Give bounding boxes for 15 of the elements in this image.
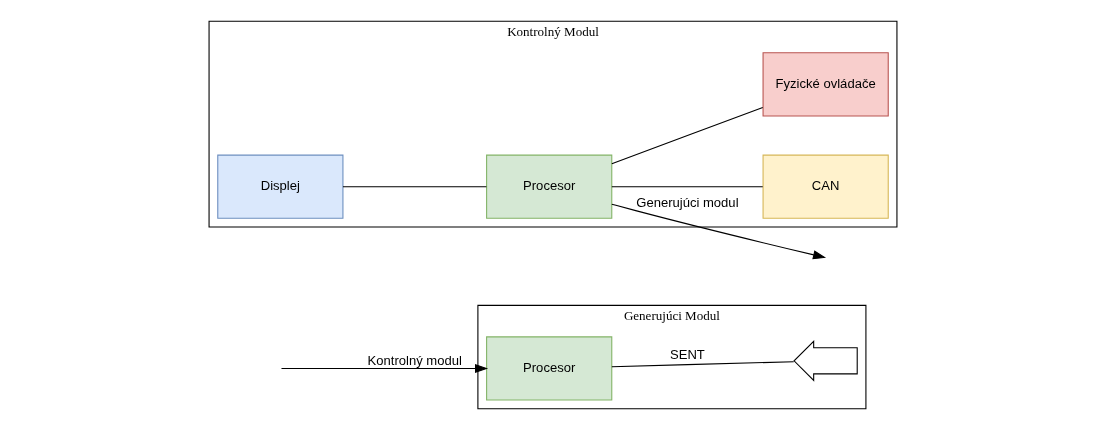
edge-label: Kontrolný modul xyxy=(367,352,462,368)
connector xyxy=(341,186,487,188)
edge-label: SENT xyxy=(669,347,705,363)
node-box: Procesor xyxy=(485,154,612,219)
node-box: Displej xyxy=(216,154,343,219)
arrow xyxy=(280,363,488,374)
node-box: CAN xyxy=(762,154,889,219)
connector xyxy=(610,361,794,368)
node-arrow xyxy=(792,339,858,382)
connector xyxy=(610,186,763,188)
node-box: Procesor xyxy=(485,336,612,401)
arrow xyxy=(610,203,826,260)
connector xyxy=(610,106,763,165)
node-box: Fyzické ovládače xyxy=(762,52,889,117)
edge-label: Generujúci modul xyxy=(635,194,739,210)
